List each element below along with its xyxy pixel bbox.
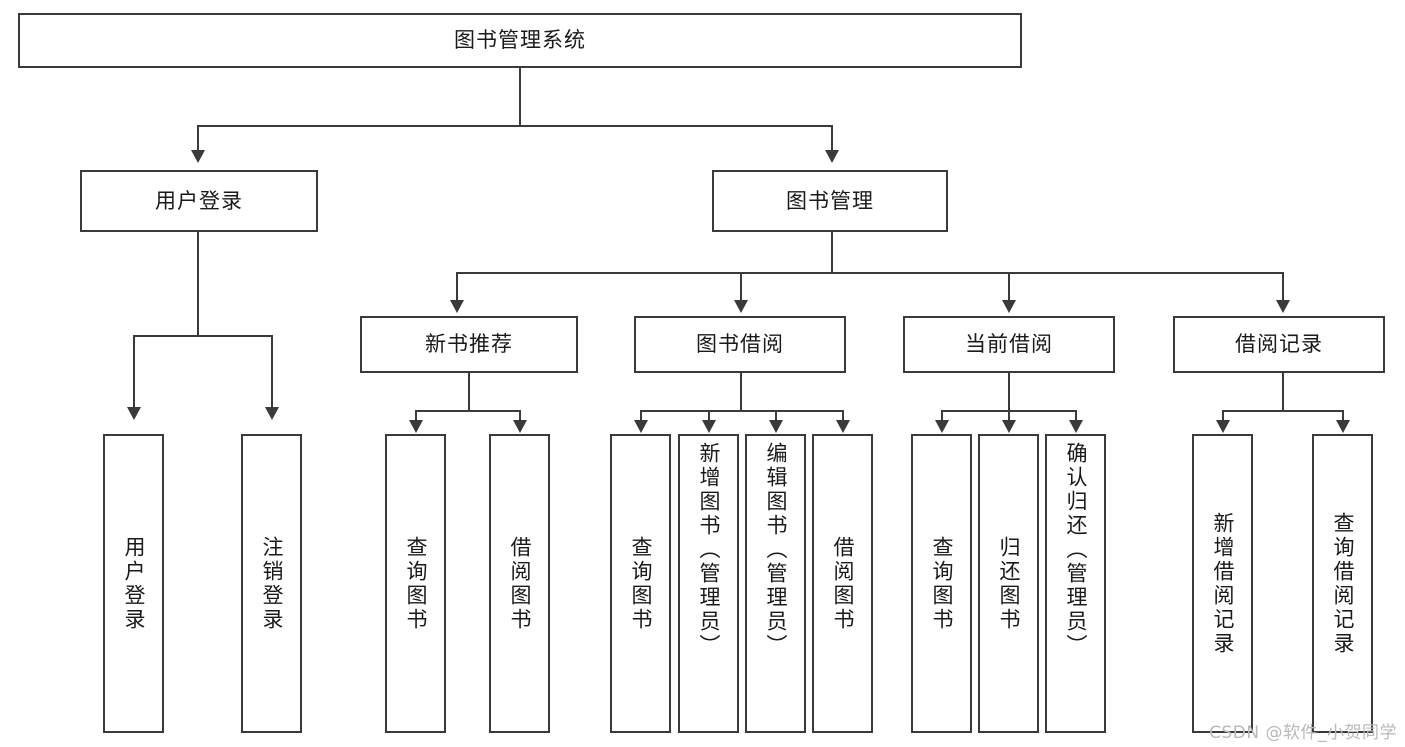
node-current-borrow[interactable]: 当前借阅 [903,316,1115,373]
arrow-leaf-book-borrow-2 [702,420,716,433]
leaf-label: 用户登录 [121,535,146,632]
connector-user-login-drop-2 [271,335,273,407]
leaf-label: 查询图书 [628,535,653,632]
arrow-level3-book-borrow [734,300,748,313]
node-book-management[interactable]: 图书管理 [712,170,948,232]
connector-new-book-drop-2 [519,410,521,422]
arrow-leaf-borrow-record-2 [1336,420,1350,433]
node-book-borrow[interactable]: 图书借阅 [634,316,846,373]
connector-user-login-stem [197,232,199,335]
connector-book-borrow-drop-4 [842,410,844,422]
leaf-label: 查询图书 [403,535,428,632]
connector-new-book-drop-1 [415,410,417,422]
arrow-leaf-book-borrow-3 [769,420,783,433]
arrow-level2-user-login [191,150,205,163]
connector-book-borrow-drop-3 [775,410,777,422]
leaf-borrow-record-add-record[interactable]: 新增借阅记录 [1192,434,1253,733]
node-user-login[interactable]: 用户登录 [80,170,318,232]
leaf-label: 归还图书 [996,535,1021,632]
node-book-management-label: 图书管理 [786,188,874,213]
arrow-leaf-current-borrow-2 [1002,420,1016,433]
arrow-level3-borrow-record [1276,300,1290,313]
leaf-user-login-logout[interactable]: 注销登录 [241,434,302,733]
node-root-label: 图书管理系统 [454,28,586,53]
node-new-book-recommend-label: 新书推荐 [425,332,513,357]
arrow-level3-new-book-recommend [450,300,464,313]
leaf-label: 编辑图书（管理员） [763,442,788,658]
leaf-current-borrow-return-book[interactable]: 归还图书 [978,434,1039,733]
leaf-user-login-login[interactable]: 用户登录 [103,434,164,733]
connector-book-borrow-stem [740,373,742,410]
arrow-leaf-user-login-2 [265,407,279,420]
connector-level3-bus [456,272,1282,274]
connector-borrow-record-bus [1222,410,1342,412]
connector-current-borrow-drop-1 [941,410,943,422]
node-new-book-recommend[interactable]: 新书推荐 [360,316,578,373]
arrow-leaf-user-login-1 [127,407,141,420]
leaf-book-borrow-query-book[interactable]: 查询图书 [610,434,671,733]
connector-level3-drop-borrow-record [1282,272,1284,300]
connector-level2-drop-user-login [197,125,199,150]
connector-new-book-stem [468,373,470,410]
connector-root-stem [519,68,521,125]
connector-current-borrow-stem [1008,373,1010,410]
leaf-label: 借阅图书 [507,535,532,632]
leaf-label: 查询借阅记录 [1330,511,1355,656]
leaf-label: 新增借阅记录 [1210,511,1235,656]
leaf-label: 新增图书（管理员） [696,442,721,658]
node-borrow-record-label: 借阅记录 [1235,332,1323,357]
csdn-watermark: CSDN @软件_小贺同学 [1209,723,1397,743]
node-user-login-label: 用户登录 [155,188,243,213]
connector-book-management-stem [831,232,833,272]
arrow-leaf-book-borrow-1 [634,420,648,433]
leaf-label: 确认归还（管理员） [1063,442,1088,658]
connector-book-borrow-bus [640,410,842,412]
leaf-book-borrow-borrow-book[interactable]: 借阅图书 [812,434,873,733]
leaf-new-book-borrow-book[interactable]: 借阅图书 [489,434,550,733]
node-root-book-management-system[interactable]: 图书管理系统 [18,13,1022,68]
leaf-label: 注销登录 [259,535,284,632]
connector-new-book-bus [415,410,519,412]
connector-level2-drop-book-management [831,125,833,150]
connector-user-login-drop-1 [133,335,135,407]
connector-borrow-record-drop-2 [1342,410,1344,422]
arrow-leaf-current-borrow-3 [1069,420,1083,433]
arrow-level3-current-borrow [1002,300,1016,313]
connector-borrow-record-drop-1 [1222,410,1224,422]
leaf-new-book-query-book[interactable]: 查询图书 [385,434,446,733]
node-book-borrow-label: 图书借阅 [696,332,784,357]
connector-book-borrow-drop-1 [640,410,642,422]
leaf-book-borrow-add-book-admin[interactable]: 新增图书（管理员） [678,434,739,733]
arrow-leaf-book-borrow-4 [836,420,850,433]
leaf-label: 借阅图书 [830,535,855,632]
connector-book-borrow-drop-2 [708,410,710,422]
connector-level2-bus [197,125,831,127]
arrow-leaf-borrow-record-1 [1216,420,1230,433]
leaf-current-borrow-confirm-return-admin[interactable]: 确认归还（管理员） [1045,434,1106,733]
connector-level3-drop-book-borrow [740,272,742,300]
node-current-borrow-label: 当前借阅 [965,332,1053,357]
arrow-level2-book-management [825,150,839,163]
connector-user-login-bus [133,335,271,337]
arrow-leaf-new-book-2 [513,420,527,433]
node-borrow-record[interactable]: 借阅记录 [1173,316,1385,373]
arrow-leaf-current-borrow-1 [935,420,949,433]
leaf-borrow-record-query-record[interactable]: 查询借阅记录 [1312,434,1373,733]
leaf-current-borrow-query-book[interactable]: 查询图书 [911,434,972,733]
connector-level3-drop-current-borrow [1008,272,1010,300]
arrow-leaf-new-book-1 [409,420,423,433]
connector-borrow-record-stem [1282,373,1284,410]
leaf-label: 查询图书 [929,535,954,632]
connector-current-borrow-drop-3 [1075,410,1077,422]
connector-level3-drop-new-book [456,272,458,300]
leaf-book-borrow-edit-book-admin[interactable]: 编辑图书（管理员） [745,434,806,733]
connector-current-borrow-drop-2 [1008,410,1010,422]
